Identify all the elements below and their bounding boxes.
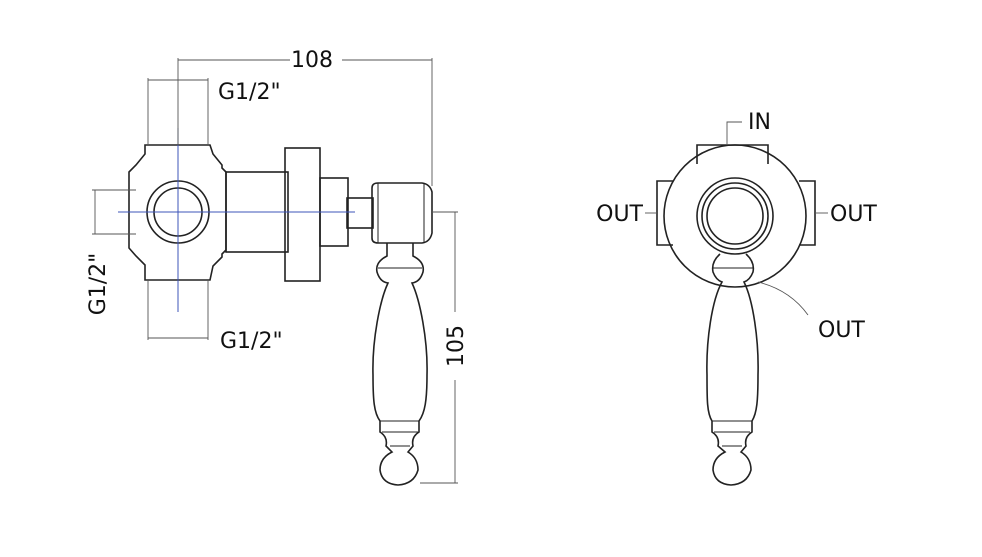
dimension-side-port-label: G1/2" [86, 253, 111, 316]
front-spindle [706, 187, 764, 245]
front-bonnet-inner [701, 182, 769, 250]
wall-flange [284, 147, 321, 282]
label-out-left: OUT [596, 202, 643, 227]
label-out-right: OUT [830, 202, 877, 227]
front-bonnet-outer [696, 177, 774, 255]
dimension-width-label: 108 [291, 48, 333, 73]
front-flange-outer [663, 144, 807, 288]
stem-collar [346, 197, 374, 229]
dimension-bottom-port-label: G1/2" [220, 329, 283, 354]
dimension-height-label: 105 [444, 325, 469, 367]
label-in: IN [748, 110, 771, 135]
side-view: 108 G1/2" G1/2" G1/2" 105 [86, 48, 469, 486]
valve-body-outline [128, 144, 227, 281]
dimension-top-port-label: G1/2" [218, 80, 281, 105]
front-lever-handle [706, 253, 759, 486]
label-out-bottom: OUT [818, 318, 865, 343]
out-port-left-stub [656, 180, 673, 246]
handle-hub [371, 182, 433, 244]
front-view: IN OUT OUT OUT [596, 110, 877, 486]
lever-handle [372, 243, 428, 486]
